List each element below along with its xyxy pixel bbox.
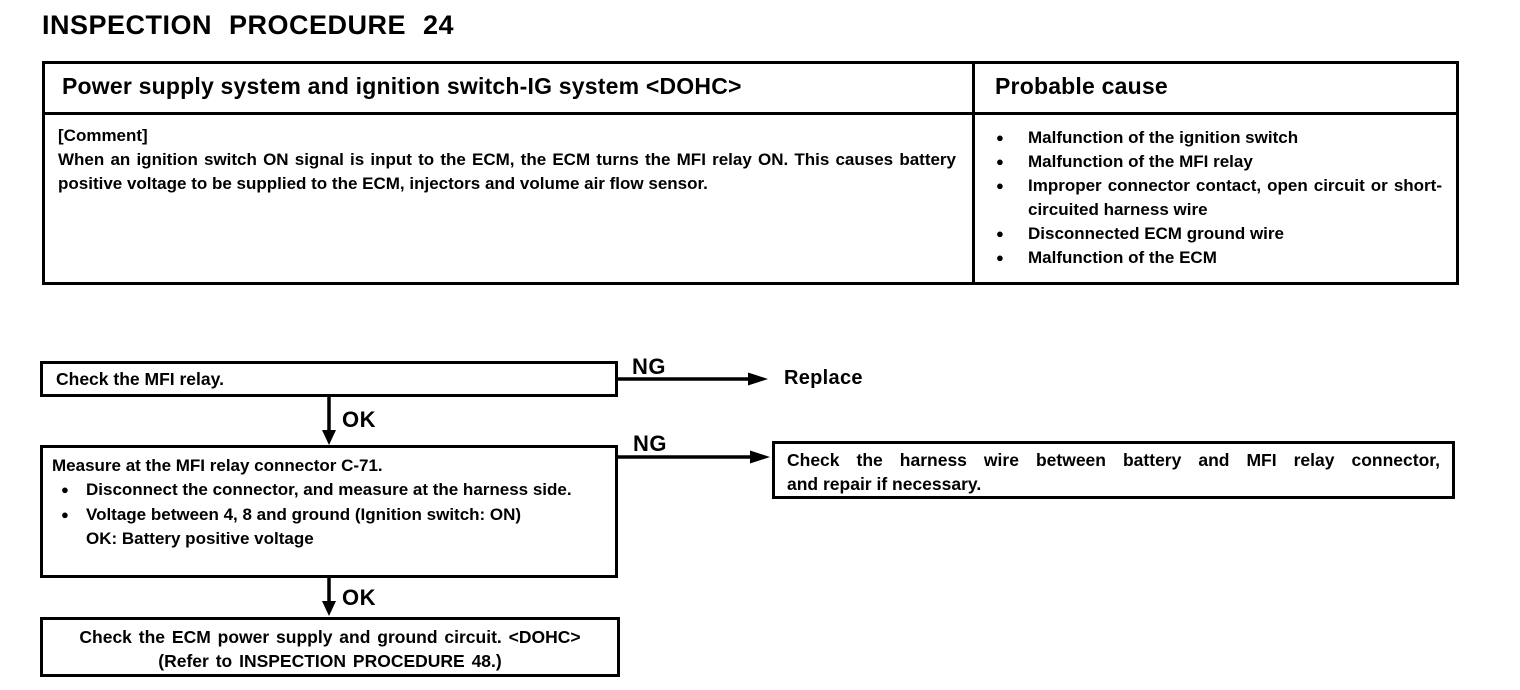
ng2-action-line2: and repair if necessary.: [787, 474, 982, 494]
comment-label: [Comment]: [58, 126, 148, 145]
step2-bullet-text: Disconnect the connector, and measure at…: [86, 480, 572, 500]
list-item: ● Malfunction of the ignition switch: [992, 126, 1442, 150]
table-header-probable-cause: Probable cause: [995, 73, 1168, 99]
probable-cause-table: Power supply system and ignition switch-…: [42, 61, 1459, 285]
step2-bullet-text: Voltage between 4, 8 and ground (Ignitio…: [86, 504, 522, 524]
probable-cause-text: Malfunction of the ECM: [1028, 248, 1217, 267]
list-item: ● Disconnected ECM ground wire: [992, 222, 1442, 246]
bullet-icon: ●: [996, 250, 1004, 265]
probable-cause-cell: ● Malfunction of the ignition switch ● M…: [975, 115, 1456, 282]
bullet-icon: ●: [996, 226, 1004, 241]
ng-arrow-1-head: [748, 372, 768, 386]
ng-label-2: NG: [633, 431, 667, 456]
step3-line2: (Refer to INSPECTION PROCEDURE 48.): [158, 650, 502, 671]
flowchart-step1-box: Check the MFI relay.: [40, 361, 618, 397]
bullet-icon: ●: [61, 482, 69, 498]
step2-ok-condition: OK: Battery positive voltage: [86, 529, 314, 549]
bullet-icon: ●: [996, 178, 1004, 193]
bullet-icon: ●: [996, 130, 1004, 145]
ng-arrow-2-head: [750, 450, 770, 464]
ok-label-1: OK: [342, 407, 376, 432]
bullet-icon: ●: [996, 154, 1004, 169]
list-item: ● Malfunction of the ECM: [992, 246, 1442, 270]
step2-title: Measure at the MFI relay connector C-71.: [52, 456, 383, 475]
list-item: ● Voltage between 4, 8 and ground (Ignit…: [52, 503, 605, 527]
ng2-action-line1: Check the harness wire between battery a…: [787, 450, 1440, 470]
list-item: ● Malfunction of the MFI relay: [992, 150, 1442, 174]
probable-cause-text: Malfunction of the ignition switch: [1028, 128, 1299, 147]
ok-arrow-1-head: [322, 430, 336, 445]
flowchart-step3-box: Check the ECM power supply and ground ci…: [40, 617, 620, 677]
ng-label-1: NG: [632, 354, 666, 379]
list-item: ● Improper connector contact, open circu…: [992, 174, 1442, 222]
comment-cell: [Comment] When an ignition switch ON sig…: [45, 115, 975, 282]
ok-arrow-2-head: [322, 601, 336, 616]
bullet-icon: ●: [61, 506, 69, 522]
probable-cause-text: Improper connector contact, open circuit…: [1028, 176, 1442, 219]
page-title: INSPECTION PROCEDURE 24: [42, 10, 455, 40]
table-body-row: [Comment] When an ignition switch ON sig…: [45, 115, 1456, 282]
step3-line1: Check the ECM power supply and ground ci…: [79, 627, 581, 647]
table-header-row: Power supply system and ignition switch-…: [45, 64, 1456, 115]
step1-text: Check the MFI relay.: [56, 369, 224, 389]
table-header-system: Power supply system and ignition switch-…: [45, 64, 975, 112]
flowchart-ng2-action-box: Check the harness wire between battery a…: [772, 441, 1455, 499]
ok-label-2: OK: [342, 585, 376, 610]
probable-cause-text: Disconnected ECM ground wire: [1028, 224, 1284, 243]
list-item: ● Disconnect the connector, and measure …: [52, 478, 605, 502]
probable-cause-text: Malfunction of the MFI relay: [1028, 152, 1253, 171]
replace-action-label: Replace: [784, 367, 863, 389]
comment-text: When an ignition switch ON signal is inp…: [58, 150, 956, 193]
flowchart-step2-box: Measure at the MFI relay connector C-71.…: [40, 445, 618, 578]
